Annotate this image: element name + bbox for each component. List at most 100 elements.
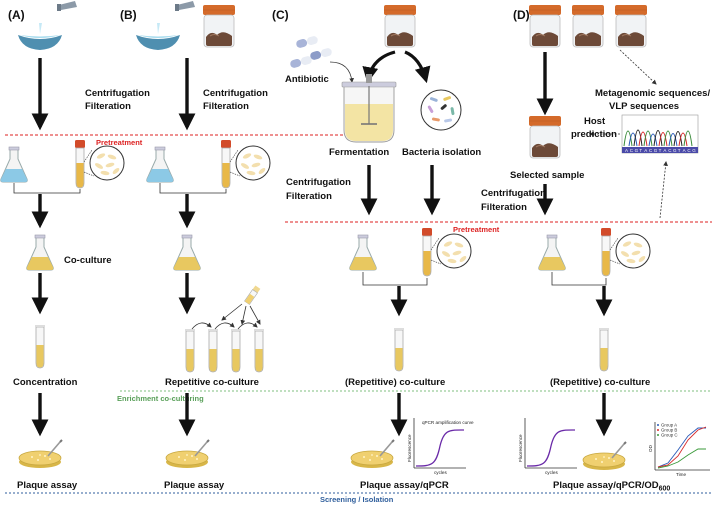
merge-bracket-a	[13, 183, 81, 194]
plaque-assay-label-b: Plaque assay	[164, 480, 225, 491]
qpcr-chart-c: qPCR amplification curve Fluorescence cy…	[407, 418, 474, 475]
co-culture-label: Co-culture	[64, 255, 112, 266]
plaque-assay-label-a: Plaque assay	[17, 480, 78, 491]
repetitive-tube-icon-3	[230, 328, 242, 373]
sequence-base: C	[649, 148, 653, 153]
sequence-base: G	[635, 148, 639, 153]
co-culture-flask-icon-a	[26, 234, 54, 271]
qpcr-ylabel-d: Fluorescence	[518, 434, 523, 462]
od-legend-a: Group A	[661, 423, 677, 428]
merge-bracket-b	[159, 183, 227, 194]
screening-label: Screening / Isolation	[320, 495, 394, 504]
centrifugation-label-a: Centrifugation	[85, 88, 150, 99]
plaque-assay-qpcr-od-label: Plaque assay/qPCR/OD600	[553, 480, 670, 493]
od-growth-chart: OD Time Group A Group B Group C	[648, 422, 710, 477]
host-label: Host	[584, 116, 606, 127]
flask-icon-a1	[0, 146, 28, 183]
pretreatment-label-left: Pretreatment	[96, 138, 143, 147]
repetitive-paren-co-culture-label-c: (Repetitive) co-culture	[345, 377, 445, 388]
filteration-label-a: Filteration	[85, 101, 131, 112]
bacteria-zoom-icon-a	[89, 145, 125, 181]
sequence-base: A	[683, 148, 686, 153]
panel-label-b: (B)	[120, 8, 137, 22]
concentration-tube-icon	[34, 324, 46, 369]
qpcr-curve-c	[415, 429, 465, 467]
sequence-base: A	[663, 148, 666, 153]
antibiotic-label: Antibiotic	[285, 74, 329, 85]
bacteria-zoom-icon-d	[615, 233, 651, 269]
bacteria-tube-icon-b	[220, 139, 232, 189]
water-bowl-icon-b	[136, 23, 180, 50]
od-ylabel: OD	[648, 444, 653, 452]
water-bowl-icon	[18, 23, 62, 50]
qpcr-curve-d	[526, 429, 576, 467]
centrifugation-label-d: Centrifugation	[481, 188, 546, 199]
qpcr-chart-d: Fluorescence cycles	[518, 418, 577, 475]
fermenter-icon	[341, 74, 397, 143]
panel-label-c: (C)	[272, 8, 289, 22]
petri-dish-icon-b	[165, 439, 210, 469]
faucet-icon-b	[175, 1, 195, 11]
sample-jar-icon-b	[202, 4, 236, 48]
sequence-base: T	[639, 148, 642, 153]
co-culture-tube-icon-c	[393, 327, 405, 372]
sequence-base: G	[654, 148, 658, 153]
qpcr-xlabel-c: cycles	[434, 470, 447, 475]
spike-tube-icon	[244, 285, 261, 305]
sequence-base: A	[644, 148, 647, 153]
sample-jar-icon-c	[383, 4, 417, 48]
sample-jar-icon-d3	[614, 4, 648, 48]
arrow-c-to-fermenter	[362, 50, 396, 84]
filteration-label-c: Filteration	[286, 191, 332, 202]
selected-sample-jar-icon	[528, 115, 562, 159]
od-xlabel: Time	[676, 472, 686, 477]
bacteria-isolation-label: Bacteria isolation	[402, 147, 481, 158]
bacteria-zoom-icon-b	[235, 145, 271, 181]
bacteria-tube-icon-d	[600, 227, 612, 277]
filteration-label-d: Filteration	[481, 202, 527, 213]
merge-bracket-c	[362, 272, 428, 286]
qpcr-xlabel-d: cycles	[545, 470, 558, 475]
arrow-d-to-seq	[659, 161, 668, 219]
metagenomic-label-1: Metagenomic sequences/	[595, 88, 710, 99]
selected-sample-label: Selected sample	[510, 170, 584, 181]
sequence-base: T	[678, 148, 681, 153]
od-series-a	[657, 427, 706, 468]
sample-jar-icon-d1	[528, 4, 562, 48]
panel-b: Centrifugation Filteration Repetitive co…	[136, 1, 271, 491]
plaque-assay-qpcr-label: Plaque assay/qPCR	[360, 480, 449, 491]
bacteria-zoom-icon-c	[436, 233, 472, 269]
concentration-label: Concentration	[13, 377, 78, 388]
sequence-base: C	[668, 148, 672, 153]
enrichment-label: Enrichment co-culturing	[117, 394, 204, 403]
petri-dish-icon-d	[582, 441, 627, 471]
sequence-base: C	[630, 148, 634, 153]
arrow-c-to-isolation	[404, 50, 431, 84]
flask-icon-b1	[146, 146, 174, 183]
fermentation-label: Fermentation	[329, 147, 389, 158]
metagenomic-label-2: VLP sequences	[609, 101, 679, 112]
faucet-icon	[57, 1, 77, 11]
petri-dish-icon-c	[350, 439, 395, 469]
od-series-b	[657, 426, 707, 468]
repetitive-paren-co-culture-label-d: (Repetitive) co-culture	[550, 377, 650, 388]
repetitive-co-culture-label: Repetitive co-culture	[165, 377, 259, 388]
od-legend-c: Group C	[661, 433, 678, 438]
pretreatment-label-right: Pretreatment	[453, 225, 500, 234]
panel-label-a: (A)	[8, 8, 25, 22]
sample-jar-icon-d2	[571, 4, 605, 48]
antibiotic-capsule-icon	[290, 36, 332, 68]
panel-c: Antibiotic Fermentation Bacteria isolati…	[285, 4, 481, 491]
sequence-base: G	[673, 148, 677, 153]
od-legend-b: Group B	[661, 428, 677, 433]
flask-icon-d	[538, 234, 566, 271]
sequence-base: T	[659, 148, 662, 153]
plaque-assay-qpcr-od-text: Plaque assay/qPCR/OD	[553, 480, 659, 491]
sequence-base: A	[625, 148, 628, 153]
filteration-label-b: Filteration	[203, 101, 249, 112]
centrifugation-label-c: Centrifugation	[286, 177, 351, 188]
